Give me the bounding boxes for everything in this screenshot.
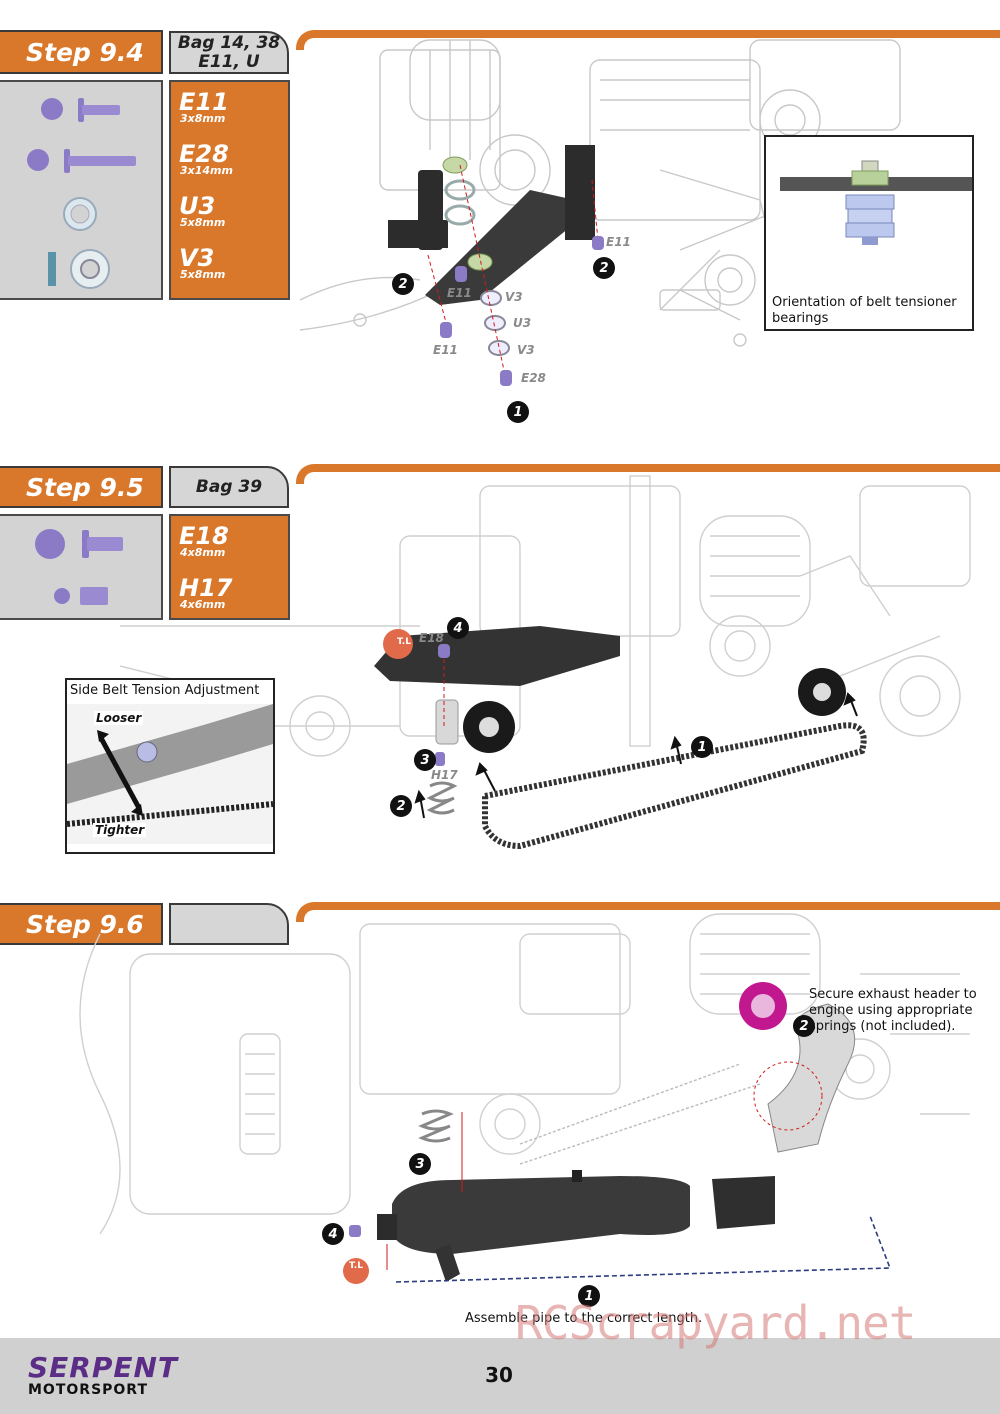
part-label: E11: [433, 343, 458, 357]
bearing-orientation-image: [780, 160, 972, 245]
part-code: E18: [179, 522, 229, 550]
step-title: Step 9.6: [0, 903, 163, 945]
callout-number: 2: [593, 257, 615, 279]
inset-box: Side Belt Tension Adjustment Looser Tigh…: [65, 678, 275, 854]
callout-number: 1: [578, 1285, 600, 1307]
threadlock-badge: T.L: [349, 1261, 363, 1271]
parts-panel: [0, 80, 163, 300]
page-number: 30: [485, 1363, 513, 1387]
inset-box: Orientation of belt tensioner bearings: [764, 135, 974, 331]
callout-number: 1: [691, 736, 713, 758]
part-code: H17: [179, 574, 233, 602]
inset-caption: Orientation of belt tensioner bearings: [772, 295, 957, 326]
part-size: 5x8mm: [180, 216, 226, 229]
step-title: Step 9.4: [0, 30, 163, 74]
part-label: E11: [606, 235, 631, 249]
inset-title: Side Belt Tension Adjustment: [70, 683, 260, 698]
part-label: V3: [517, 343, 535, 357]
part-label: E28: [521, 371, 546, 385]
part-label: H17: [431, 768, 458, 782]
callout-number: 4: [447, 617, 469, 639]
part-label: E11: [447, 286, 472, 300]
brand-line-1: SERPENT: [28, 1351, 179, 1384]
set-screw-icon: [54, 587, 108, 605]
part-code: E11: [179, 88, 229, 116]
belt-tension-image: [66, 704, 274, 844]
bag-line-1: Bag 14, 38: [177, 32, 281, 53]
bearing-icon: [48, 249, 110, 289]
callout-number: 3: [409, 1153, 431, 1175]
footer-bar: [0, 1338, 1000, 1414]
brand-logo: SERPENT MOTORSPORT: [28, 1351, 218, 1399]
callout-number: 3: [414, 749, 436, 771]
flat-screw-short-icon: [41, 98, 120, 122]
part-code: E28: [179, 140, 229, 168]
callout-number: 2: [390, 795, 412, 817]
exhaust-note: Secure exhaust header to engine using ap…: [809, 987, 977, 1034]
callout-number: 2: [793, 1015, 815, 1037]
part-code: U3: [179, 192, 216, 220]
part-size: 3x8mm: [180, 112, 226, 125]
part-size: 3x14mm: [180, 164, 233, 177]
looser-label: Looser: [94, 711, 144, 725]
flat-screw-long-icon: [27, 149, 136, 173]
brand-line-2: MOTORSPORT: [28, 1382, 149, 1398]
bag-line-2: E11, U: [198, 51, 260, 72]
chassis-illustration: [119, 475, 971, 850]
part-label: V3: [505, 290, 523, 304]
bag-label: Bag 39: [169, 466, 289, 508]
tighter-label: Tighter: [93, 823, 147, 837]
pipe-note: Assemble pipe to the correct length.: [465, 1311, 703, 1326]
chassis-illustration: [79, 913, 970, 1284]
part-size: 5x8mm: [180, 268, 226, 281]
parts-codes-panel: E18 4x8mm H17 4x6mm: [169, 514, 290, 620]
section-frame: [296, 30, 1000, 50]
step-title: Step 9.5: [0, 466, 163, 508]
section-frame: [296, 464, 1000, 484]
bag-label: Bag 14, 38 E11, U: [169, 31, 289, 74]
bag-line-1: Bag 39: [195, 476, 263, 497]
part-code: V3: [179, 244, 215, 272]
part-size: 4x8mm: [180, 546, 226, 559]
watermark: RCScrapyard.net: [515, 1296, 916, 1350]
part-label: E18: [419, 631, 444, 645]
parts-panel: [0, 514, 163, 620]
callout-number: 1: [507, 401, 529, 423]
chassis-illustration: [299, 39, 901, 386]
part-size: 4x6mm: [180, 598, 226, 611]
parts-codes-panel: E11 3x8mm E28 3x14mm U3 5x8mm V3 5x8mm: [169, 80, 290, 300]
flat-screw-icon: [35, 529, 123, 559]
part-label: U3: [513, 316, 532, 330]
section-frame: [296, 902, 1000, 922]
threadlock-badge: T.L: [397, 637, 411, 647]
callout-number: 4: [322, 1223, 344, 1245]
washer-icon: [63, 197, 97, 231]
callout-number: 2: [392, 273, 414, 295]
bag-label: [169, 903, 289, 945]
